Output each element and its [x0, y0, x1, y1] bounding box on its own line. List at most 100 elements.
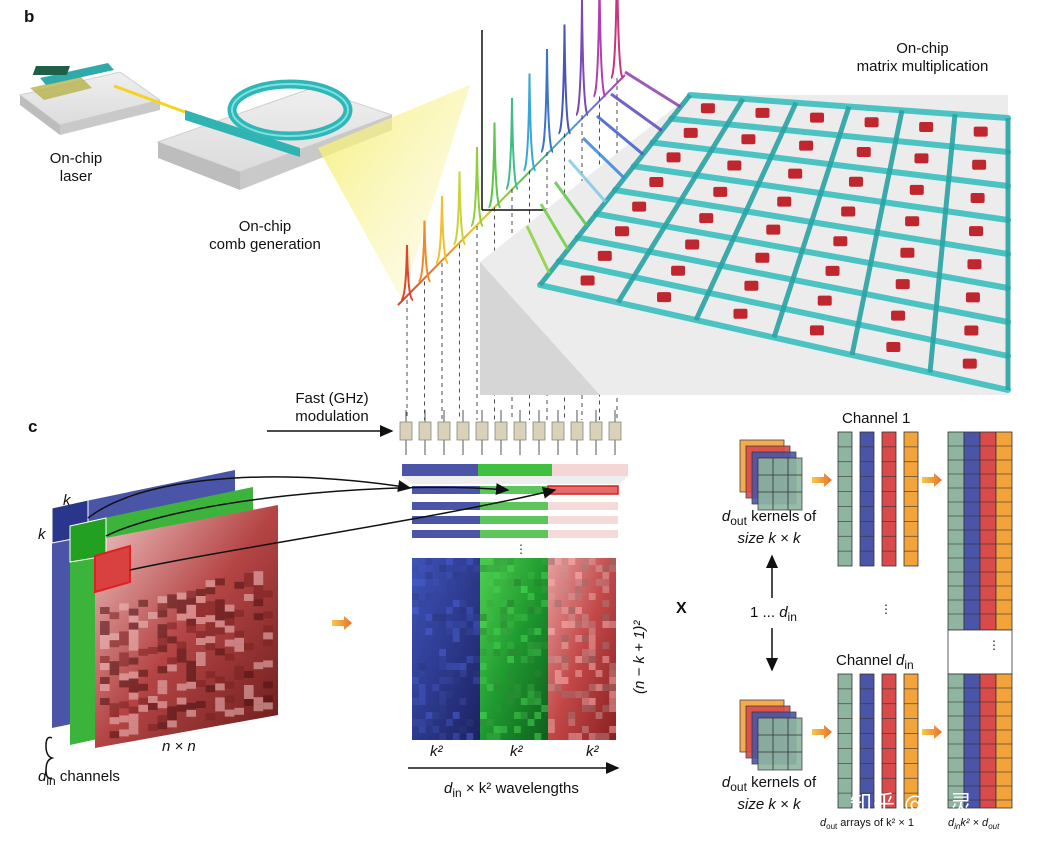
image-pixel: [157, 680, 168, 688]
matrix-pixel: [507, 698, 514, 705]
spectral-peak: [540, 48, 554, 153]
modulator-node: [833, 236, 848, 247]
image-pixel: [186, 681, 196, 689]
image-pixel: [186, 667, 196, 675]
matrix-pixel: [493, 642, 501, 649]
image-pixel: [215, 627, 225, 635]
image-pixel: [234, 644, 244, 652]
image-pixel: [186, 611, 196, 619]
laser-label-line1: On-chip: [49, 150, 103, 167]
matrix-pixel: [575, 621, 582, 628]
matrix-pixel: [561, 565, 569, 572]
coupling-beam: [567, 159, 607, 203]
image-pixel: [157, 666, 168, 674]
image-pixel: [157, 631, 168, 639]
matrix-pixel: [500, 614, 508, 621]
matrix-pixel: [452, 600, 460, 607]
matrix-pixel: [588, 656, 596, 663]
matrix-pixel: [602, 586, 610, 593]
modulator-node: [580, 275, 595, 286]
matrix-pixel: [452, 572, 460, 579]
matrix-pixel: [480, 558, 487, 565]
matrix-pixel: [452, 733, 460, 740]
image-pixel: [128, 615, 139, 623]
k-top-label: k: [63, 492, 71, 509]
image-pixel: [186, 590, 196, 598]
input-rows: [412, 485, 619, 538]
matrix-pixel: [493, 628, 501, 635]
image-pixel: [224, 653, 235, 661]
matrix-pixel: [595, 565, 603, 572]
matrix-pixel: [493, 579, 501, 586]
matrix-pixel: [507, 628, 514, 635]
image-pixel: [215, 599, 225, 607]
coupling-beam: [581, 136, 626, 180]
matrix-pixel: [582, 614, 589, 621]
matrix-pixel: [507, 579, 514, 586]
image-pixel: [234, 672, 244, 680]
modulator: [494, 421, 508, 441]
image-pixel: [176, 641, 187, 649]
matrix-pixel: [500, 565, 508, 572]
image-pixel: [128, 636, 139, 644]
row-segment-blue: [412, 486, 480, 494]
image-pixel: [167, 594, 177, 602]
image-pixel: [244, 580, 254, 587]
matrix-label-line1: On-chip: [896, 40, 949, 57]
spectral-peak: [592, 0, 607, 98]
image-pixel: [253, 585, 264, 593]
image-pixel: [119, 638, 129, 646]
matrix-pixel: [582, 705, 589, 712]
matrix-pixel: [486, 579, 494, 586]
matrix-pixel: [575, 733, 582, 740]
image-pixel: [157, 722, 168, 730]
matrix-pixel: [595, 579, 603, 586]
result-sub-out: out: [988, 822, 1000, 832]
image-pixel: [157, 603, 168, 611]
matrix-pixel: [466, 628, 474, 635]
to-matrix-arrow: [332, 616, 352, 630]
image-pixel: [224, 639, 235, 647]
arrays-rest: arrays of k² × 1: [837, 817, 914, 829]
matrix-pixel: [588, 684, 596, 691]
matrix-pixel: [432, 579, 440, 586]
channels-label: din channels: [38, 768, 120, 790]
k2-label-2: k²: [510, 743, 523, 760]
image-pixel: [215, 676, 225, 684]
image-pixel: [205, 580, 216, 588]
matrix-pixel: [412, 698, 419, 705]
spectral-peaks: [400, 0, 624, 301]
matrix-pixel: [507, 600, 514, 607]
matrix-pixel: [609, 558, 616, 565]
matrix-pixel: [425, 593, 433, 600]
matrix-pixel: [588, 628, 596, 635]
matrix-pixel: [514, 691, 521, 698]
image-pixel: [224, 611, 235, 619]
modulator-node: [967, 259, 982, 270]
image-pixel: [196, 680, 206, 687]
wavelengths-d: d: [444, 780, 453, 797]
k2-label-1: k²: [430, 743, 443, 760]
matrix-pixel: [568, 712, 576, 719]
image-pixel: [215, 578, 225, 586]
matrix-pixel: [486, 733, 494, 740]
image-pixel: [263, 590, 273, 598]
result-sub-in: in: [954, 822, 961, 832]
matrix-pixel: [527, 572, 535, 579]
image-pixel: [109, 703, 120, 711]
image-pixel: [128, 643, 139, 651]
matrix-pixel: [588, 663, 596, 670]
modulator-node: [864, 117, 879, 128]
row-segment-red: [548, 530, 618, 538]
image-pixel: [196, 596, 206, 603]
modulator-node: [699, 213, 714, 224]
image-pixel: [253, 704, 264, 712]
matrix-pixel: [466, 614, 474, 621]
image-pixel: [263, 695, 273, 703]
modulator: [437, 421, 451, 441]
image-pixel: [253, 662, 264, 670]
matrix-pixel: [452, 635, 460, 642]
image-pixel: [138, 669, 148, 677]
matrix-pixel: [548, 726, 555, 733]
modulation-line1: Fast (GHz): [295, 390, 369, 407]
